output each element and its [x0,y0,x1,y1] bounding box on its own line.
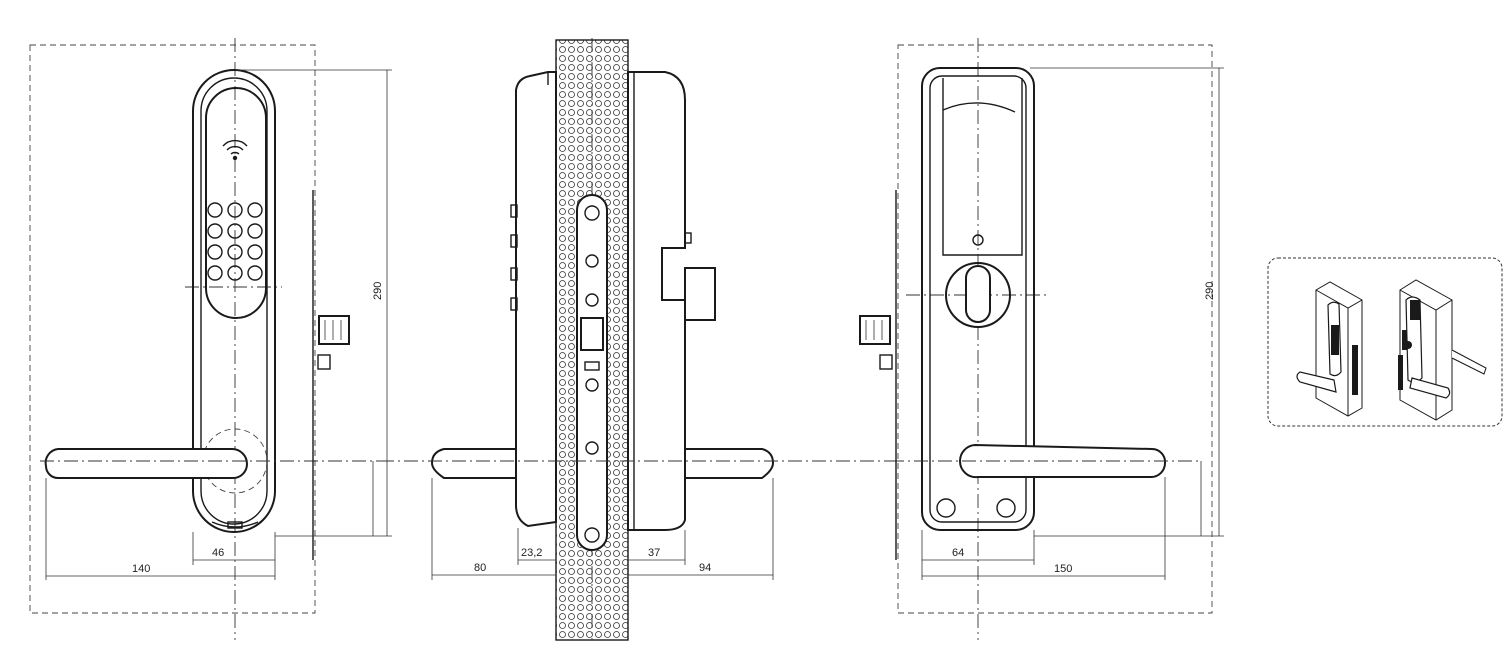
keypad-buttons [207,202,263,281]
keypad-button [227,244,243,260]
side-lever-left [430,448,517,479]
front-escutcheon [192,69,276,533]
dim-label-290-back: 290 [1204,282,1216,300]
keypad-button [247,244,263,260]
dim-label-290-front: 290 [372,282,384,300]
front-deadbolt-hole [317,354,331,370]
back-escutcheon [921,67,1035,531]
front-bottom-detail [211,521,259,528]
front-latch-bolt [318,315,350,345]
inset-frame [1267,257,1503,427]
back-battery-cover [942,78,1023,256]
dim-label-46: 46 [212,547,224,559]
faceplate-screw [584,527,600,543]
keypad-button [207,244,223,260]
side-outer-escutcheon [515,71,557,528]
side-lever-right [684,448,775,479]
back-bottom-screw [936,498,956,518]
dim-label-150: 150 [1054,563,1072,575]
faceplate-latch-window [580,317,604,351]
front-escutcheon-inner [200,77,268,525]
keypad-button [207,223,223,239]
side-thumb-turn [684,267,716,321]
back-thumbturn-rose [945,262,1011,328]
keypad-button [207,202,223,218]
faceplate-screw [585,378,599,392]
faceplate-screw [585,293,599,307]
keypad-button [207,265,223,281]
side-inner-escutcheon [627,71,686,531]
keypad-button [227,202,243,218]
dim-label-64: 64 [952,547,964,559]
keypad-button [247,202,263,218]
faceplate-screw [585,441,599,455]
side-view: 80 23,2 37 94 [380,38,890,641]
front-view: 46 140 290 [29,38,392,640]
faceplate-screw [585,254,599,268]
isometric-inset [1267,257,1503,427]
front-view-bounding-box [29,44,316,614]
back-cover-curve [942,102,1016,113]
dim-label-140: 140 [132,563,150,575]
front-bottom-sensor [227,521,243,529]
dim-label-94: 94 [699,562,711,574]
dim-label-37: 37 [648,547,660,559]
back-thumbturn-knob [965,265,991,323]
front-lever-handle [44,448,249,479]
inset-front-door [1296,281,1363,417]
rfid-icon [222,139,248,161]
front-keypad-panel [205,87,267,319]
mortise-faceplate [576,194,608,551]
keypad-button [247,223,263,239]
keypad-button [227,223,243,239]
faceplate-screw [584,205,600,221]
back-latch-bolt [859,315,891,345]
dim-label-80: 80 [474,562,486,574]
back-escutcheon-inner [929,75,1027,523]
back-cover-screw [972,234,984,246]
inset-back-door [1398,279,1487,421]
back-view: 64 150 290 [859,38,1224,640]
dim-label-23-2: 23,2 [521,547,542,559]
back-view-bounding-box [897,44,1213,614]
keypad-button [247,265,263,281]
faceplate-slot [584,361,600,371]
back-bottom-screw [996,498,1016,518]
keypad-button [227,265,243,281]
back-deadbolt-hole [879,354,893,370]
